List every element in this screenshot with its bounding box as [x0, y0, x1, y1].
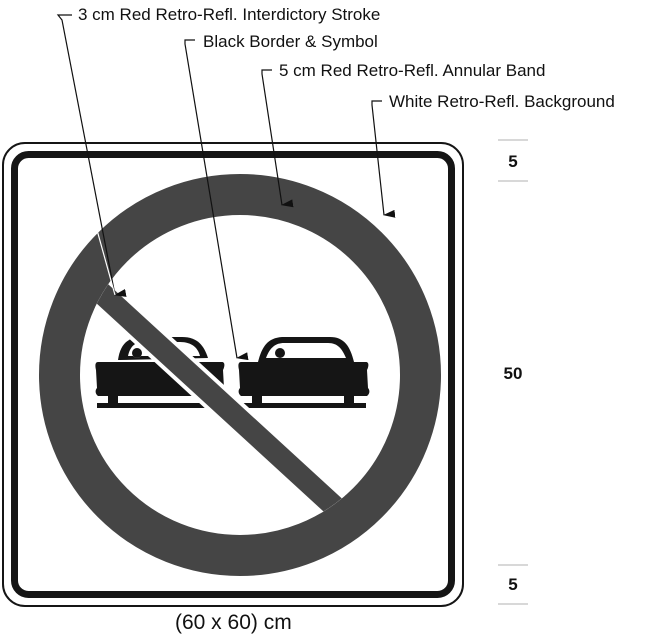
- car-symbol-right: [238, 337, 370, 408]
- callout-black-border: Black Border & Symbol: [203, 32, 378, 51]
- sign-size-caption: (60 x 60) cm: [175, 611, 292, 634]
- callout-leaders: [56, 14, 396, 361]
- dimension-top: 5: [508, 152, 518, 171]
- leader-highlight: [96, 229, 116, 296]
- red-interdictory-stroke: [80, 246, 368, 535]
- callout-annular-band: 5 cm Red Retro-Refl. Annular Band: [279, 61, 546, 80]
- black-border: [11, 151, 455, 598]
- dimension-lines: [498, 139, 528, 605]
- red-annular-band: [39, 174, 441, 576]
- dimension-middle: 50: [503, 364, 523, 383]
- callout-interdictory-stroke: 3 cm Red Retro-Refl. Interdictory Stroke: [78, 5, 381, 24]
- callout-white-background: White Retro-Refl. Background: [389, 92, 615, 111]
- dimension-bottom: 5: [508, 575, 518, 594]
